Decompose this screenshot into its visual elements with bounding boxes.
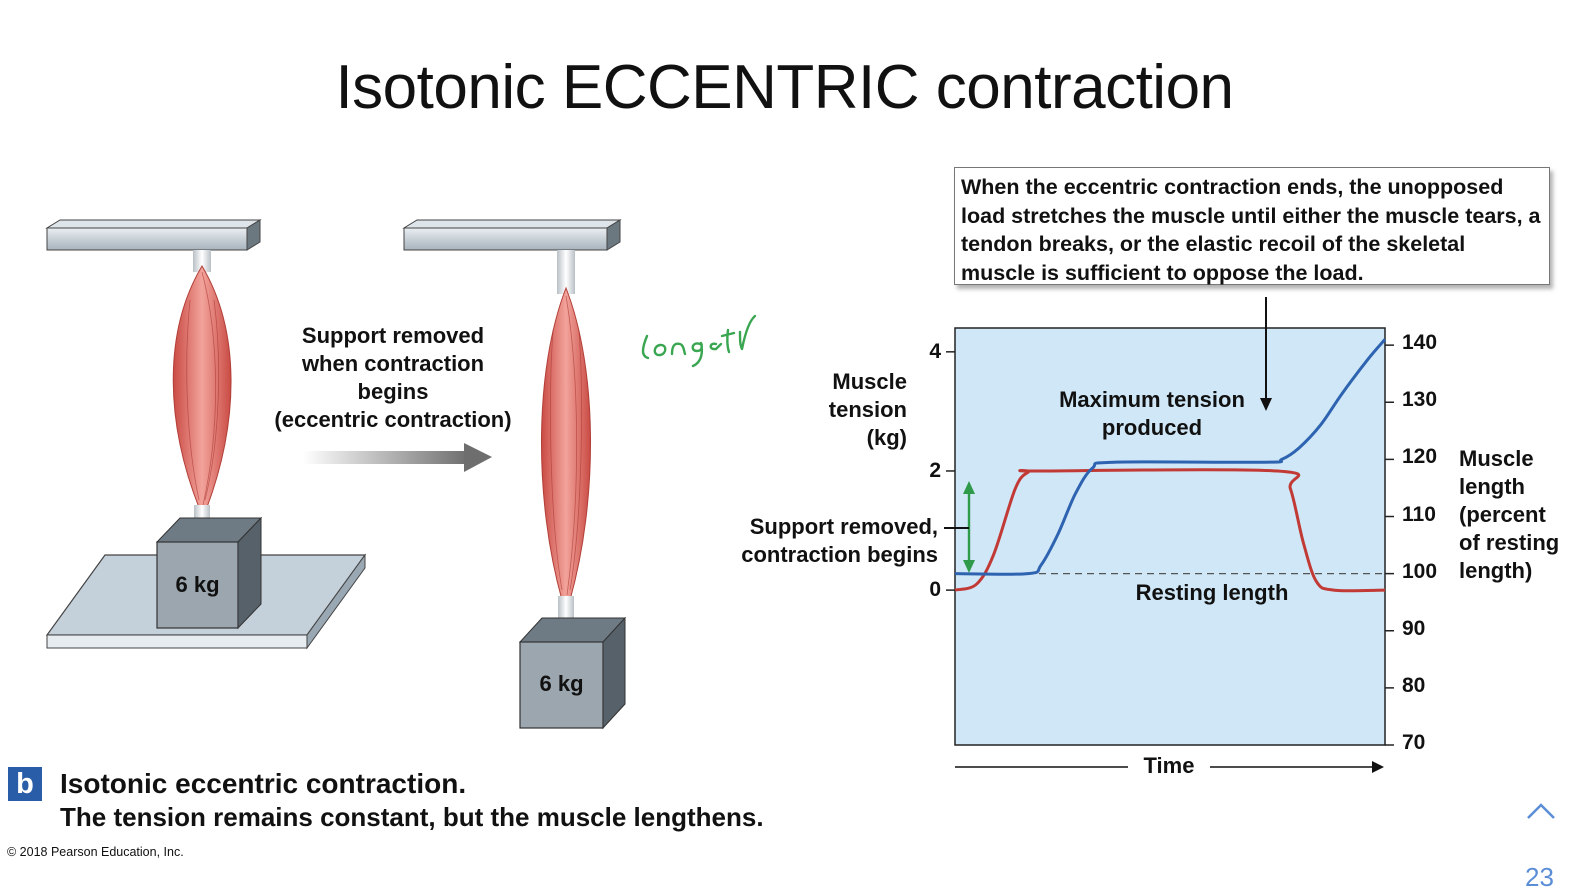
time-axis-arrow (955, 761, 1384, 773)
figure-badge: b (8, 767, 42, 801)
left-tick-label: 4 (929, 339, 941, 363)
page-number: 23 (1525, 862, 1554, 892)
right-axis-label-line: (percent (1459, 502, 1546, 527)
weight-label-2: 6 kg (539, 671, 584, 696)
tension-line (954, 468, 1386, 593)
left-axis-ticks (946, 351, 955, 591)
x-axis-label: Time (1143, 753, 1195, 778)
right-tick-label: 80 (1402, 673, 1426, 697)
caption-subtitle: The tension remains constant, but the mu… (60, 802, 764, 832)
handwritten-note-longer (641, 314, 757, 368)
page-title: Isotonic ECCENTRIC contraction (335, 53, 1234, 122)
support-removed-indicator (944, 481, 975, 573)
support-removed-label: Support removed, contraction begins (700, 513, 938, 569)
resting-length-label: Resting length (1135, 580, 1289, 605)
support-removed-line: contraction begins (741, 542, 938, 567)
left-axis-label-line: Muscle (832, 369, 907, 394)
left-axis-label-line: tension (828, 397, 907, 422)
right-axis-ticks (1385, 344, 1394, 746)
arrow-caption-line: begins (357, 379, 429, 404)
left-tick-label: 0 (929, 578, 941, 602)
right-axis-label-line: Muscle (1459, 446, 1534, 471)
right-axis-label-line: of resting (1459, 530, 1560, 555)
weight-label-1: 6 kg (175, 572, 220, 597)
right-axis-label-line: length) (1459, 558, 1533, 583)
max-tension-label: Maximum tension produced (1059, 387, 1245, 440)
arrow-caption-line: Support removed (301, 323, 485, 348)
scroll-up-button[interactable] (1524, 796, 1558, 824)
transition-arrow (303, 443, 492, 472)
chevron-up-icon (1527, 803, 1555, 819)
right-axis-label: Muscle length (percent of resting length… (1459, 445, 1569, 585)
arrow-caption-line: (eccentric contraction) (274, 407, 512, 432)
right-tick-label: 120 (1402, 445, 1438, 469)
right-tick-label: 130 (1402, 388, 1438, 412)
plot-area (954, 327, 1386, 746)
right-tick-label: 90 (1402, 616, 1426, 640)
muscle-illustration-lengthened (402, 219, 627, 730)
chart-group (944, 297, 1394, 773)
left-tick-label: 2 (929, 458, 941, 482)
caption-title: Isotonic eccentric contraction. (60, 768, 467, 799)
copyright: © 2018 Pearson Education, Inc. (7, 845, 184, 859)
left-axis-label-line: (kg) (866, 425, 907, 450)
right-axis-label-line: length (1459, 474, 1525, 499)
right-tick-label: 70 (1402, 731, 1426, 754)
length-line (954, 338, 1387, 576)
right-tick-label: 140 (1402, 331, 1438, 355)
support-removed-line: Support removed, (749, 514, 938, 539)
callout-pointer-head (1260, 398, 1272, 411)
right-tick-label: 110 (1402, 502, 1436, 526)
arrow-caption: Support removed when contraction begins … (258, 322, 528, 434)
arrow-caption-line: when contraction (301, 351, 485, 376)
left-axis-label: Muscle tension (kg) (790, 368, 907, 452)
callout-box: When the eccentric contraction ends, the… (954, 167, 1550, 285)
muscle-illustration-resting (45, 219, 367, 650)
right-tick-label: 100 (1402, 559, 1438, 583)
